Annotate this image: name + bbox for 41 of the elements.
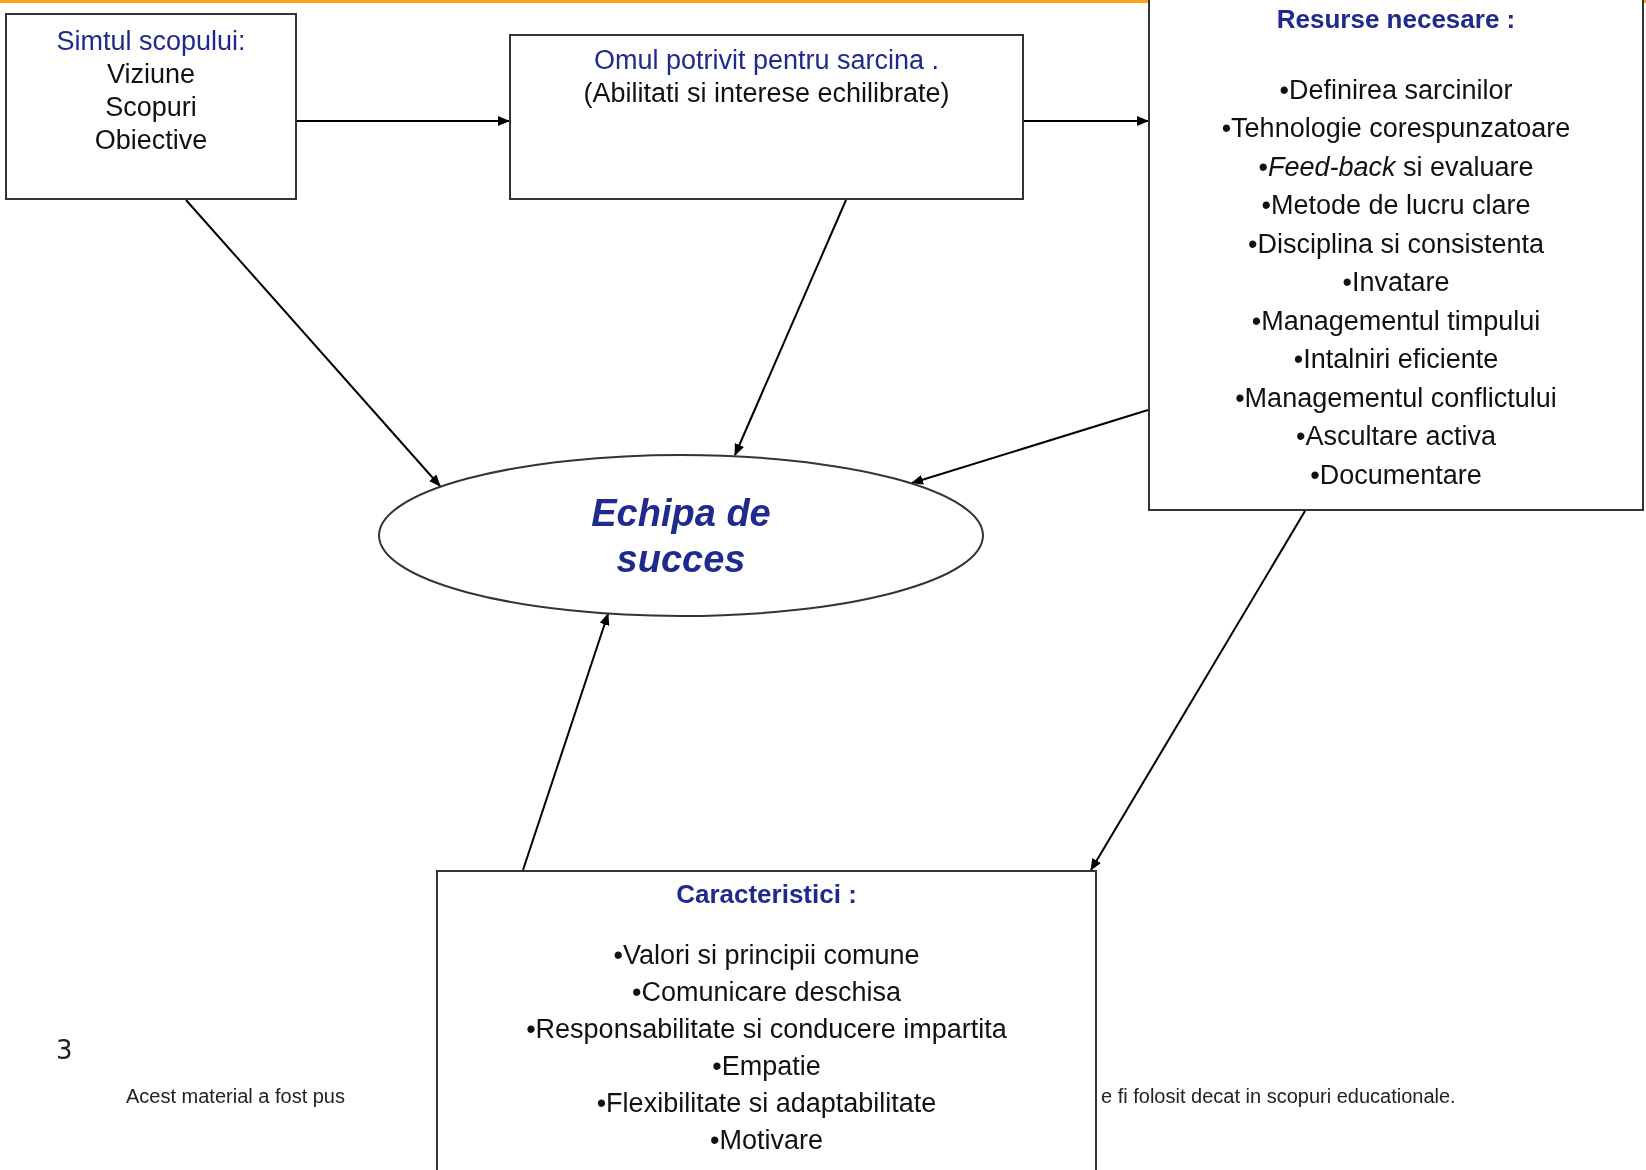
node-title: Echipa de succes (590, 490, 772, 582)
list-item: Obiective (93, 124, 209, 157)
list-item: •Tehnologie corespunzatoare (1220, 112, 1572, 145)
page-number: 3 (56, 1035, 73, 1065)
list-item: Scopuri (104, 91, 198, 124)
arrow (296, 116, 510, 126)
list-item: •Comunicare deschisa (630, 976, 903, 1009)
arrow (1090, 510, 1306, 871)
text-box (436, 870, 1097, 1170)
box-heading: Resurse necesare : (1275, 3, 1517, 36)
box-heading: Caracteristici : (675, 878, 858, 911)
box-heading: Omul potrivit pentru sarcina . (592, 44, 941, 77)
footer-text: e fi folosit decat in scopuri educationale. (1101, 1085, 1456, 1108)
list-item: (Abilitati si interese echilibrate) (582, 77, 951, 110)
ellipse-node (378, 454, 984, 617)
list-item: •Feed-back si evaluare (1257, 150, 1535, 184)
list-item: •Valori si principii comune (612, 939, 921, 972)
list-item: Viziune (105, 58, 197, 91)
text-box (1148, 0, 1644, 511)
arrow (734, 199, 847, 456)
list-item: •Managementul timpului (1250, 304, 1542, 338)
text-box (5, 13, 297, 200)
footer-text: Acest material a fost pus (126, 1085, 345, 1108)
list-item: •Definirea sarcinilor (1278, 73, 1514, 107)
box-heading: Simtul scopului: (55, 25, 247, 58)
list-item: •Ascultare activa (1294, 420, 1497, 453)
arrow (1023, 116, 1149, 126)
list-item: •Metode de lucru clare (1260, 189, 1532, 222)
list-item: •Motivare (709, 1124, 824, 1157)
arrow (522, 613, 610, 871)
list-item: •Responsabilitate si conducere impartita (525, 1013, 1008, 1046)
list-item: •Empatie (711, 1050, 822, 1083)
list-item: •Managementul conflictului (1234, 381, 1558, 415)
list-item: •Documentare (1309, 458, 1483, 492)
arrow (911, 409, 1149, 485)
list-item: •Disciplina si consistenta (1246, 227, 1546, 261)
list-item: •Flexibilitate si adaptabilitate (595, 1087, 938, 1120)
list-item: •Invatare (1341, 266, 1451, 299)
text-box (509, 34, 1024, 200)
arrow (185, 199, 441, 487)
list-item: •Intalniri eficiente (1292, 343, 1500, 376)
